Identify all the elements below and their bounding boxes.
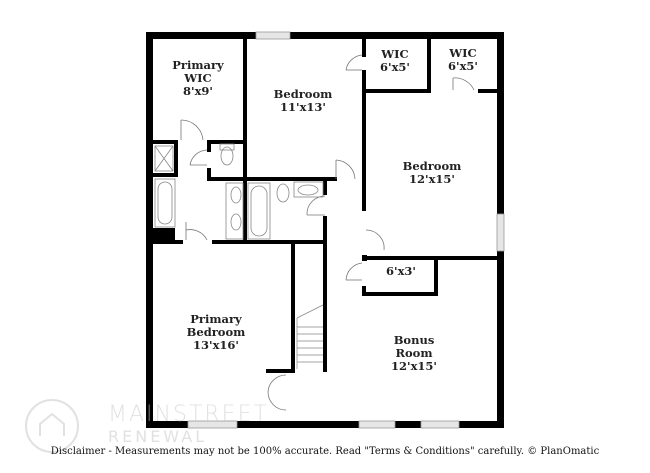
room-dimensions: 6'x3' — [386, 264, 416, 278]
room-name: Bedroom — [402, 159, 462, 173]
room-dimensions: 11'x13' — [280, 100, 326, 114]
room-label-wic-1: WIC 6'x5' — [380, 48, 410, 74]
room-name: Primary — [172, 58, 224, 72]
stairs — [296, 304, 324, 369]
disclaimer-text: Disclaimer - Measurements may not be 100… — [50, 446, 600, 457]
room-label-bonus-room: Bonus Room 12'x15' — [391, 334, 437, 373]
room-dimensions: 8'x9' — [183, 84, 213, 98]
windows — [187, 31, 505, 429]
room-dimensions: 13'x16' — [193, 338, 239, 352]
room-label-primary-bedroom: Primary Bedroom 13'x16' — [187, 313, 246, 352]
room-name: WIC — [381, 47, 409, 61]
room-label-wic-2: WIC 6'x5' — [448, 47, 478, 73]
room-name: Bedroom — [273, 87, 333, 101]
room-name: WIC — [449, 46, 477, 60]
door-swings — [180, 54, 475, 411]
room-name: Primary — [190, 312, 242, 326]
interior-walls — [153, 39, 501, 373]
room-name: Bonus — [393, 333, 435, 347]
room-label-bedroom-3: Bedroom 12'x15' — [403, 160, 462, 186]
room-name: Room — [395, 346, 433, 360]
room-name: Bedroom — [186, 325, 246, 339]
bath-fixtures — [154, 143, 324, 240]
room-name: WIC — [184, 71, 212, 85]
room-dimensions: 6'x5' — [380, 60, 410, 74]
room-dimensions: 12'x15' — [391, 359, 437, 373]
room-label-primary-wic: Primary WIC 8'x9' — [172, 59, 223, 98]
room-dimensions: 6'x5' — [448, 59, 478, 73]
room-label-bedroom-2: Bedroom 11'x13' — [274, 88, 333, 114]
room-label-closet: 6'x3' — [386, 265, 416, 278]
room-dimensions: 12'x15' — [409, 172, 455, 186]
